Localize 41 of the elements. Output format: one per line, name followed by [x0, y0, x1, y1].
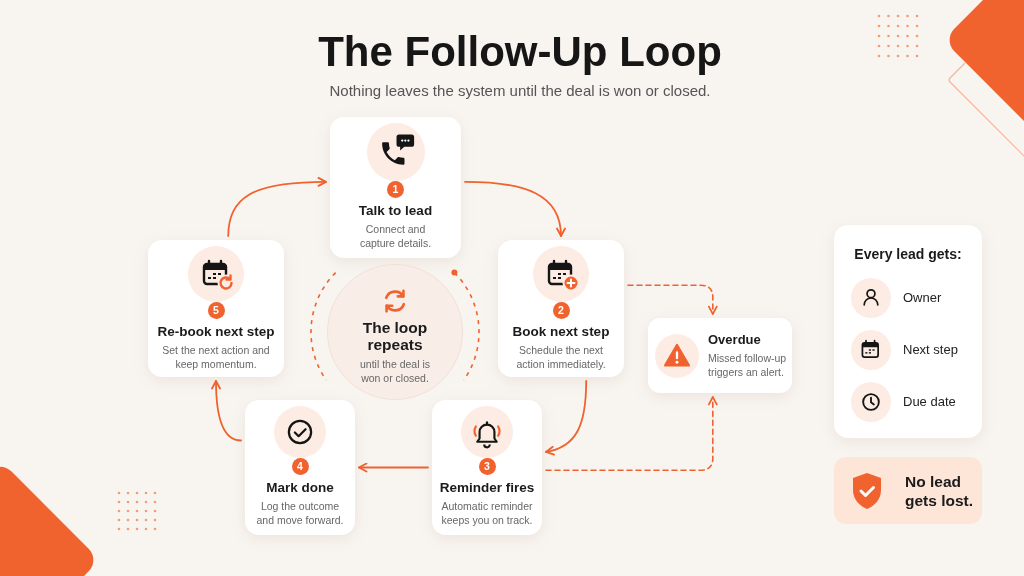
card-description: Missed follow-up triggers an alert. — [708, 351, 788, 379]
card-title: Overdue — [708, 332, 762, 348]
step-number: 4 — [291, 458, 309, 475]
step-card — [245, 400, 355, 535]
card-description: Automatic reminder keeps you on track. — [440, 499, 534, 527]
card-title: Mark done — [266, 480, 334, 496]
card-title: Re-book next step — [157, 324, 275, 340]
step-card — [432, 400, 542, 535]
callout-text: No lead gets lost. — [905, 471, 975, 510]
card-title: Reminder fires — [439, 480, 535, 496]
checklist-item: Due date — [903, 394, 956, 410]
callout-card — [834, 457, 982, 524]
arrow — [211, 380, 242, 442]
alert-card — [648, 318, 792, 393]
arrow — [358, 462, 429, 473]
step-card — [148, 240, 284, 377]
arrow — [464, 180, 566, 237]
loop-description: until the deal is won or closed. — [358, 357, 431, 385]
title: The Follow-Up Loop — [318, 28, 722, 76]
step-card — [330, 117, 461, 258]
step-card — [498, 240, 624, 377]
card-title: Book next step — [512, 324, 610, 340]
panel-heading: Every lead gets: — [854, 246, 962, 263]
arrow — [545, 380, 588, 456]
step-number: 2 — [552, 302, 570, 319]
card-title: Talk to lead — [358, 203, 433, 219]
card-description: Set the next action and keep momentum. — [162, 343, 270, 371]
dashed-arrow — [545, 396, 718, 471]
step-number: 3 — [478, 458, 496, 475]
checklist-item: Owner — [903, 290, 942, 306]
arrow — [227, 177, 327, 237]
step-number: 5 — [207, 302, 225, 319]
card-description: Schedule the next action immediately. — [515, 343, 607, 371]
dashed-arrow — [627, 284, 718, 315]
card-description: Log the outcome and move forward. — [255, 499, 345, 527]
step-number: 1 — [387, 181, 404, 198]
checklist-panel — [834, 225, 982, 438]
checklist-item: Next step — [903, 342, 958, 358]
loop-title: The loop repeats — [361, 319, 429, 353]
subtitle: Nothing leaves the system until the deal is won or closed. — [329, 82, 711, 100]
card-description: Connect and capture details. — [358, 222, 433, 250]
